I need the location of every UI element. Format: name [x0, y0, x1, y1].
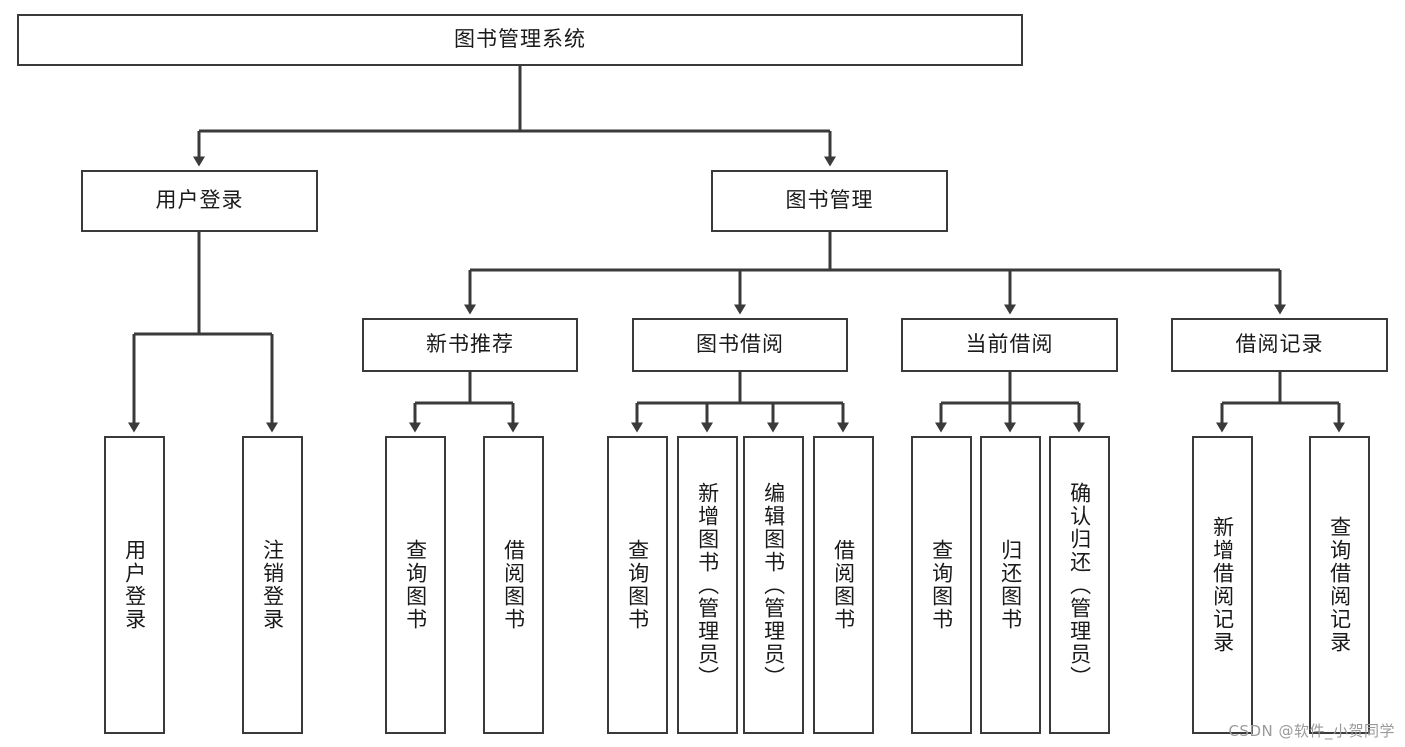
watermark: CSDN @软件_小贺同学: [1228, 722, 1395, 740]
leaf-borrow-book-recommend-label: 借阅图书: [501, 539, 526, 631]
leaf-logout[interactable]: 注销登录: [242, 436, 303, 734]
leaf-return-book[interactable]: 归还图书: [980, 436, 1041, 734]
leaf-query-borrow-record-label: 查询借阅记录: [1327, 516, 1352, 654]
leaf-borrow-book-recommend[interactable]: 借阅图书: [483, 436, 544, 734]
leaf-borrow-book-label: 借阅图书: [831, 539, 856, 631]
leaf-user-login-label: 用户登录: [122, 539, 147, 631]
leaf-query-borrow-record[interactable]: 查询借阅记录: [1309, 436, 1370, 734]
leaf-edit-book-admin-label: 编辑图书（管理员）: [761, 481, 786, 689]
leaf-query-book-recommend-label: 查询图书: [403, 539, 428, 631]
leaf-query-book-current-label: 查询图书: [929, 539, 954, 631]
node-borrow-record[interactable]: 借阅记录: [1171, 318, 1388, 372]
node-user-login[interactable]: 用户登录: [81, 170, 318, 232]
leaf-confirm-return-admin-label: 确认归还（管理员）: [1067, 481, 1092, 689]
leaf-query-book-current[interactable]: 查询图书: [911, 436, 972, 734]
node-book-management[interactable]: 图书管理: [711, 170, 948, 232]
leaf-edit-book-admin[interactable]: 编辑图书（管理员）: [743, 436, 804, 734]
leaf-borrow-book[interactable]: 借阅图书: [813, 436, 874, 734]
leaf-confirm-return-admin[interactable]: 确认归还（管理员）: [1049, 436, 1110, 734]
leaf-add-book-admin[interactable]: 新增图书（管理员）: [677, 436, 738, 734]
leaf-query-book-borrow-label: 查询图书: [625, 539, 650, 631]
node-root-label: 图书管理系统: [454, 27, 586, 52]
leaf-add-book-admin-label: 新增图书（管理员）: [695, 481, 720, 689]
node-new-book-recommend[interactable]: 新书推荐: [362, 318, 578, 372]
leaf-query-book-recommend[interactable]: 查询图书: [385, 436, 446, 734]
leaf-add-borrow-record-label: 新增借阅记录: [1210, 516, 1235, 654]
node-book-management-label: 图书管理: [785, 188, 874, 213]
node-current-borrow[interactable]: 当前借阅: [901, 318, 1118, 372]
node-user-login-label: 用户登录: [155, 188, 244, 213]
node-book-borrow[interactable]: 图书借阅: [632, 318, 848, 372]
leaf-user-login[interactable]: 用户登录: [104, 436, 165, 734]
leaf-add-borrow-record[interactable]: 新增借阅记录: [1192, 436, 1253, 734]
node-book-borrow-label: 图书借阅: [696, 332, 784, 357]
leaf-return-book-label: 归还图书: [998, 539, 1023, 631]
leaf-query-book-borrow[interactable]: 查询图书: [607, 436, 668, 734]
node-root[interactable]: 图书管理系统: [17, 14, 1023, 66]
node-new-book-recommend-label: 新书推荐: [426, 332, 514, 357]
node-current-borrow-label: 当前借阅: [965, 332, 1054, 357]
node-borrow-record-label: 借阅记录: [1235, 332, 1324, 357]
leaf-logout-label: 注销登录: [260, 539, 285, 631]
